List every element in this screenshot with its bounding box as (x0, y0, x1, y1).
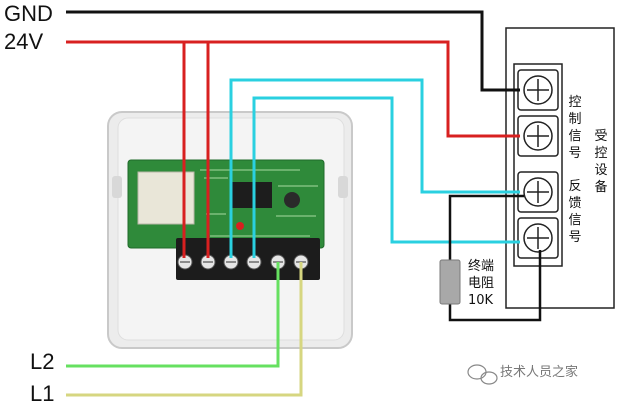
terminal-resistor-label-line1: 终端 (468, 259, 495, 274)
pcb-relay (137, 171, 195, 225)
pcb-traces (200, 169, 318, 237)
v24-wire-device (66, 40, 520, 138)
l2-label: L2 (30, 349, 55, 374)
resistor-wire-bottom (448, 250, 542, 322)
gnd-wire (66, 10, 520, 92)
pcb-capacitor (284, 192, 300, 208)
pcb-chip (232, 182, 272, 208)
terminal-resistor-label-line2: 电阻 (468, 276, 495, 291)
l1-wire (66, 262, 303, 397)
gnd-label: GND (4, 1, 53, 26)
module-mounting-slot-left (112, 176, 122, 198)
watermark-chat-icon (467, 364, 498, 385)
feedback-wire-2 (252, 96, 520, 258)
resistor-wire-top (448, 194, 524, 262)
terminal-resistor (439, 259, 461, 305)
module-mounting-slot-right (338, 176, 348, 198)
feedback-signal-label: 反馈信号 (568, 179, 582, 245)
feedback-wire-1 (229, 78, 520, 258)
terminal-resistor-value: 10K (468, 293, 494, 308)
v24-label: 24V (4, 29, 44, 54)
device-screw-crosses (527, 79, 549, 249)
pcb-led (236, 222, 244, 230)
l2-wire (66, 262, 280, 368)
control-signal-label: 控制信号 (568, 95, 582, 161)
watermark-text: 技术人员之家 (500, 365, 579, 380)
controlled-device-label: 受控设备 (594, 129, 608, 195)
l1-label: L1 (30, 381, 55, 404)
